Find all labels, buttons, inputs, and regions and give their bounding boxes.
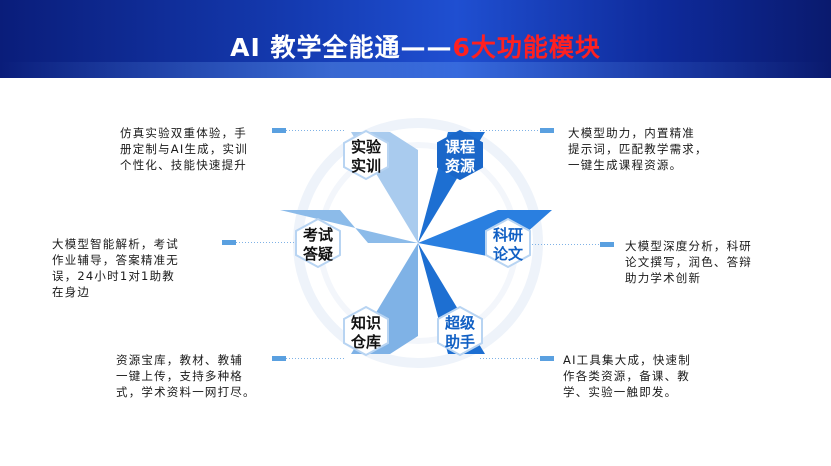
desc-assistant-line: AI工具集大成，快速制: [563, 353, 691, 367]
desc-knowledge: 资源宝库，教材、教辅 一键上传，支持多种格 式，学术资料一网打尽。: [116, 352, 256, 400]
desc-research: 大模型深度分析，科研 论文撰写，润色、答辩 助力学术创新: [625, 238, 752, 286]
connector-assistant: [480, 356, 554, 361]
badge-knowledge[interactable]: 知识 仓库: [343, 305, 389, 357]
page-title: AI 教学全能通——6大功能模块: [0, 28, 831, 64]
desc-lab-line: 册定制与AI生成，实训: [120, 142, 248, 156]
desc-assistant-line: 学、实验一触即发。: [563, 385, 678, 399]
desc-exam-line: 误，24小时1对1助教: [52, 269, 175, 283]
desc-research-line: 大模型深度分析，科研: [625, 239, 752, 253]
feature-diagram: 实验 实训 课程 资源 考试 答疑 科研 论文 知识 仓库 超级 助手: [222, 118, 614, 368]
desc-exam-line: 作业辅导，答案精准无: [52, 253, 179, 267]
badge-lab-line2: 实训: [351, 157, 381, 175]
desc-assistant-line: 作各类资源，备课、教: [563, 369, 690, 383]
badge-lab-line1: 实验: [351, 138, 382, 156]
connector-course: [480, 128, 554, 133]
badge-research-line1: 科研: [493, 226, 523, 244]
desc-course-line: 大模型助力，内置精准: [568, 126, 695, 140]
desc-knowledge-line: 资源宝库，教材、教辅: [116, 353, 243, 367]
desc-knowledge-line: 式，学术资料一网打尽。: [116, 385, 256, 399]
header-banner: [0, 0, 831, 78]
badge-exam[interactable]: 考试 答疑: [295, 217, 341, 269]
badge-assistant-line2: 助手: [445, 333, 475, 351]
badge-lab[interactable]: 实验 实训: [343, 129, 389, 181]
desc-course-line: 一键生成课程资源。: [568, 158, 683, 172]
connector-knowledge: [272, 356, 346, 361]
desc-lab: 仿真实验双重体验，手 册定制与AI生成，实训 个性化、技能快速提升: [120, 125, 248, 173]
badge-knowledge-line1: 知识: [351, 314, 381, 332]
header-light-streak: [0, 62, 831, 78]
badge-assistant-line1: 超级: [444, 314, 476, 332]
desc-exam: 大模型智能解析，考试 作业辅导，答案精准无 误，24小时1对1助教 在身边: [52, 236, 179, 300]
badge-course-line1: 课程: [445, 138, 475, 156]
title-main: AI 教学全能通——: [230, 33, 453, 62]
badge-research-line2: 论文: [493, 245, 524, 263]
connector-research: [532, 242, 614, 247]
badge-exam-line1: 考试: [303, 226, 333, 244]
desc-research-line: 论文撰写，润色、答辩: [625, 255, 752, 269]
badge-knowledge-line2: 仓库: [350, 333, 381, 351]
connector-lab: [272, 128, 346, 133]
badge-course[interactable]: 课程 资源: [437, 129, 483, 181]
badge-assistant[interactable]: 超级 助手: [437, 305, 483, 357]
desc-knowledge-line: 一键上传，支持多种格: [116, 369, 243, 383]
desc-course-line: 提示词，匹配教学需求，: [568, 142, 708, 156]
badge-course-line2: 资源: [445, 157, 475, 175]
desc-lab-line: 个性化、技能快速提升: [120, 158, 247, 172]
badge-exam-line2: 答疑: [303, 245, 333, 263]
badge-research[interactable]: 科研 论文: [485, 217, 531, 269]
desc-course: 大模型助力，内置精准 提示词，匹配教学需求， 一键生成课程资源。: [568, 125, 708, 173]
desc-lab-line: 仿真实验双重体验，手: [120, 126, 247, 140]
desc-assistant: AI工具集大成，快速制 作各类资源，备课、教 学、实验一触即发。: [563, 352, 691, 400]
desc-exam-line: 大模型智能解析，考试: [52, 237, 179, 251]
title-accent: 6大功能模块: [452, 33, 601, 62]
desc-exam-line: 在身边: [52, 285, 91, 299]
petal-exam: [280, 210, 418, 243]
desc-research-line: 助力学术创新: [625, 271, 702, 285]
connector-exam: [222, 240, 296, 245]
